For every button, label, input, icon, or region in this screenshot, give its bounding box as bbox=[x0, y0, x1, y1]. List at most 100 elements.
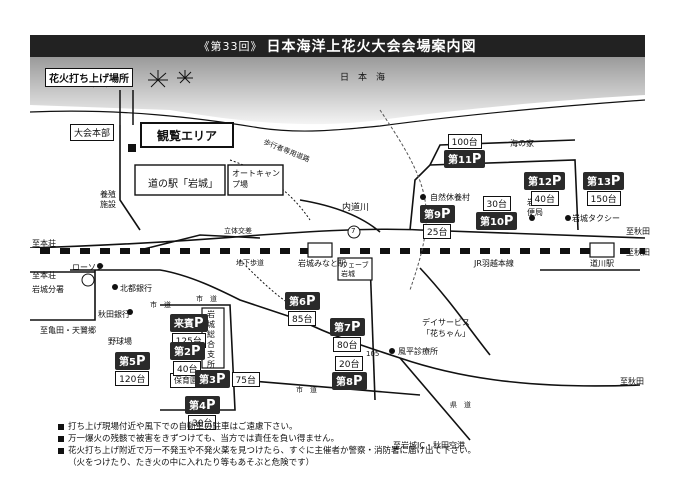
auto-camp-box bbox=[227, 164, 284, 196]
road-kaminoie bbox=[429, 139, 576, 166]
label-michikawa-st: 道川駅 bbox=[590, 259, 614, 268]
label-akita-bank: 秋田銀行 bbox=[98, 310, 130, 319]
label-to-akita-1: 至秋田 bbox=[626, 227, 650, 236]
marker-taxi bbox=[565, 215, 571, 221]
parking-p11-capacity: 100台 bbox=[447, 134, 482, 149]
hq-marker bbox=[128, 144, 136, 152]
label-hokuto-bank: 北都銀行 bbox=[120, 284, 152, 293]
label-iwaki-taxi: 岩城タクシー bbox=[572, 214, 620, 223]
bullet-icon bbox=[58, 435, 64, 442]
marker-kazahira bbox=[389, 348, 395, 354]
road-inner bbox=[139, 234, 261, 251]
road-jr-south bbox=[419, 267, 491, 356]
parking-p2: 第2P 40台 bbox=[170, 342, 205, 376]
title-edition: 《第33回》 bbox=[198, 40, 263, 53]
label-uchimichi-river: 内道川 bbox=[342, 203, 370, 213]
notes-list: 打ち上げ現場付近や風下での自動車の駐車はご遠慮下さい。 万一爆火の残骸で被害をき… bbox=[58, 421, 658, 469]
parking-raihin-name: 来賓P bbox=[170, 314, 208, 332]
road-shido-south bbox=[239, 379, 421, 396]
parking-p7-name: 第7P bbox=[330, 318, 365, 336]
note-item: （火をつけたり、たき火の中に入れたり等もあそぶと危険です） bbox=[68, 458, 315, 468]
parking-p6-capacity: 85台 bbox=[288, 311, 317, 326]
route-7-north bbox=[29, 228, 646, 249]
parking-p4-name: 第4P bbox=[185, 396, 220, 414]
note-item: 花火打ち上げ附近で万一不発玉や不発火薬を見つけたら、すぐに主催者か警察・消防署に… bbox=[58, 445, 658, 457]
bullet-icon bbox=[58, 447, 64, 454]
road-hq bbox=[119, 125, 141, 231]
label-umi-no-ie: 海の家 bbox=[510, 139, 534, 148]
road-uchimichi bbox=[299, 199, 381, 233]
label-shido-2: 市 道 bbox=[296, 386, 317, 394]
label-michi-no-eki: 道の駅「岩城」 bbox=[148, 179, 218, 190]
label-kendo: 県 道 bbox=[450, 401, 471, 409]
marker-lawson bbox=[97, 263, 103, 269]
parking-p3: 第3P 75台 bbox=[195, 370, 260, 388]
michi-no-eki-box bbox=[134, 164, 226, 196]
parking-p13-capacity: 150台 bbox=[586, 191, 621, 206]
title-main: 日本海洋上花火大会会場案内図 bbox=[266, 39, 477, 55]
label-to-honjo-2: 至本荘 bbox=[32, 271, 56, 280]
parking-p10: 第10P 30台 bbox=[476, 196, 518, 230]
label-lawson: ローソン bbox=[72, 263, 104, 272]
marker-akita-bank bbox=[127, 309, 133, 315]
label-shizen-kyuyo: 自然休養村 bbox=[430, 193, 470, 202]
label-day-service: デイサービス「花ちゃん」 bbox=[422, 318, 470, 338]
route-7-shield bbox=[347, 225, 361, 239]
launch-pier bbox=[119, 90, 134, 125]
jr-railway bbox=[30, 248, 645, 254]
label-launch-site: 花火打ち上げ場所 bbox=[45, 68, 133, 87]
station-michikawa bbox=[589, 242, 615, 258]
label-to-akita-3: 至秋田 bbox=[620, 377, 644, 386]
uepu-iwaki-box bbox=[337, 257, 373, 281]
parking-p4-capacity: 30台 bbox=[188, 415, 217, 430]
parking-p12: 第12P 40台 bbox=[524, 172, 566, 206]
road-105 bbox=[369, 259, 376, 401]
label-sogo-shisho: 岩城総合支所 bbox=[207, 310, 215, 369]
label-kameda: 至亀田・天鷺郷 bbox=[40, 326, 96, 335]
parking-p13-name: 第13P bbox=[583, 172, 625, 190]
marker-hokuto bbox=[112, 284, 118, 290]
label-to-iwaki-ic: 至岩城IC・秋田空港 bbox=[393, 441, 465, 450]
label-yoshoku: 養殖施設 bbox=[100, 190, 116, 209]
parking-p3-capacity: 75台 bbox=[231, 371, 260, 387]
parking-p10-name: 第10P bbox=[476, 212, 518, 230]
parking-p4: 第4P 30台 bbox=[185, 396, 220, 430]
label-iwaki-minato-st: 岩城みなと駅 bbox=[298, 259, 346, 268]
bullet-icon bbox=[58, 423, 64, 430]
parking-p8-capacity: 20台 bbox=[335, 356, 364, 371]
parking-p12-capacity: 40台 bbox=[530, 191, 559, 206]
road-west-south bbox=[30, 270, 96, 321]
label-chika-hodo: 地下歩道 bbox=[236, 259, 264, 267]
label-viewing-area: 観覧エリア bbox=[140, 122, 234, 148]
label-auto-camp: オートキャンプ場 bbox=[232, 169, 280, 189]
label-road-7: 7 bbox=[351, 227, 356, 235]
parking-p2-capacity: 40台 bbox=[173, 361, 202, 376]
parking-p5: 第5P 120台 bbox=[115, 352, 150, 386]
label-road-105: 105 bbox=[366, 350, 380, 358]
label-kazahira-clinic: 風平診療所 bbox=[398, 347, 438, 356]
label-rittai-koka: 立体交差 bbox=[224, 227, 252, 235]
river bbox=[379, 109, 427, 291]
label-to-akita-2: 至秋田 bbox=[626, 248, 650, 257]
map-title: 《第33回》 日本海洋上花火大会会場案内図 bbox=[30, 35, 645, 57]
parking-p11-name: 第11P bbox=[444, 150, 486, 168]
marker-shizen bbox=[420, 194, 426, 200]
parking-p8: 第8P 20台 bbox=[332, 356, 367, 390]
label-shido: 市 道 bbox=[196, 295, 217, 303]
label-hq: 大会本部 bbox=[70, 124, 115, 141]
label-jr-line: JR羽越本線 bbox=[474, 259, 514, 268]
parking-p9-name: 第9P bbox=[420, 205, 455, 223]
note-item: 万一爆火の残骸で被害をきずつけても、当方では責任を負い得ません。 bbox=[58, 433, 658, 445]
parking-p12-name: 第12P bbox=[524, 172, 566, 190]
sea-area bbox=[30, 57, 645, 125]
parking-p9: 第9P 25台 bbox=[420, 205, 455, 239]
parking-p7: 第7P 80台 bbox=[330, 318, 365, 352]
parking-p13: 第13P 150台 bbox=[583, 172, 625, 206]
label-yakyujo: 野球場 bbox=[108, 337, 132, 346]
station-iwaki-minato bbox=[307, 242, 333, 258]
parking-p3-name: 第3P bbox=[195, 370, 230, 388]
label-sea: 日 本 海 bbox=[340, 73, 386, 83]
coastline bbox=[29, 99, 646, 132]
road-kendo bbox=[399, 357, 471, 441]
